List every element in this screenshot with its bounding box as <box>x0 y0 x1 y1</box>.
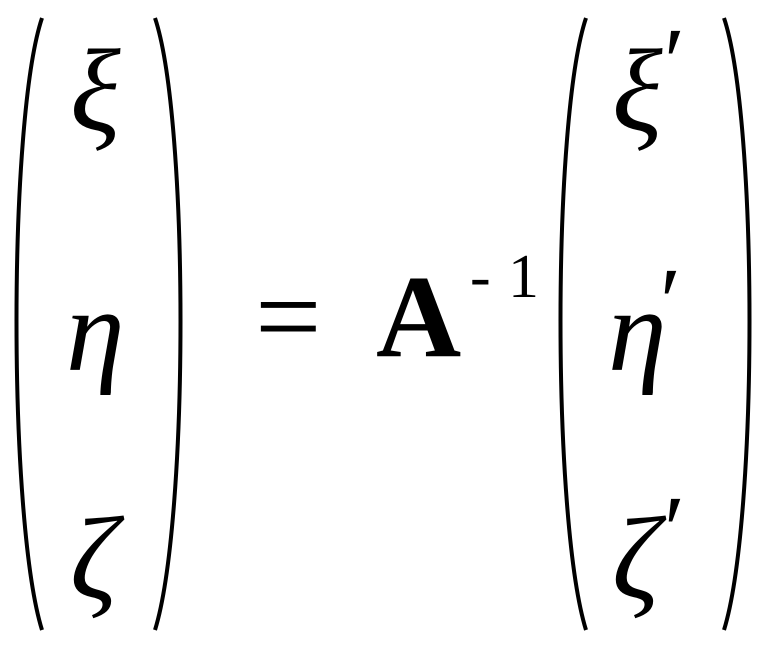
rhs-zeta-prime: ′ <box>664 476 685 583</box>
right-vector-close-paren <box>722 17 752 631</box>
rhs-eta-prime: ′ <box>660 248 681 355</box>
equals-sign: = <box>255 251 322 382</box>
rhs-zeta: ζ <box>612 493 660 624</box>
lhs-zeta: ζ <box>70 493 118 624</box>
lhs-xi: ξ <box>70 25 121 156</box>
rhs-xi: ξ <box>612 25 663 156</box>
rhs-xi-prime: ′ <box>664 8 685 115</box>
right-vector-open-paren <box>558 17 588 631</box>
lhs-eta: η <box>66 265 125 396</box>
left-vector-close-paren <box>153 17 183 631</box>
matrix-a: A <box>376 251 462 382</box>
superscript-one: 1 <box>508 243 539 311</box>
superscript-minus: - <box>470 243 491 311</box>
left-vector-open-paren <box>14 17 44 631</box>
rhs-eta: η <box>608 265 667 396</box>
